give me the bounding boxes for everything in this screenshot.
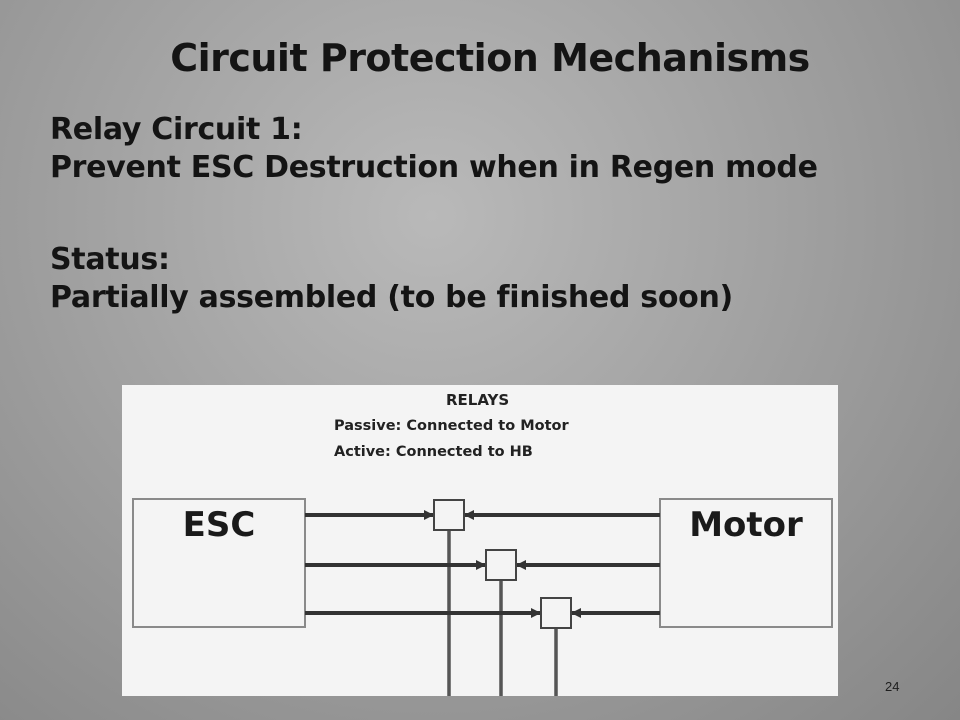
status-text: Status: Partially assembled (to be finis… [50, 241, 733, 317]
status-heading: Status: [50, 242, 170, 277]
relay-2 [485, 549, 517, 581]
status-value: Partially assembled (to be finished soon… [50, 280, 733, 315]
motor-block [659, 498, 833, 628]
legend-title: RELAYS [446, 391, 509, 409]
slide-title: Circuit Protection Mechanisms [170, 36, 810, 80]
relay-circuit-purpose: Prevent ESC Destruction when in Regen mo… [50, 150, 818, 185]
relay-circuit-text: Relay Circuit 1: Prevent ESC Destruction… [50, 111, 818, 187]
relay-diagram: RELAYS Passive: Connected to Motor Activ… [122, 385, 838, 696]
legend-passive: Passive: Connected to Motor [334, 418, 569, 434]
slide-number: 24 [885, 679, 900, 694]
esc-label: ESC [183, 505, 256, 545]
relay-1 [433, 499, 465, 531]
relay-circuit-heading: Relay Circuit 1: [50, 112, 303, 147]
relay-3 [540, 597, 572, 629]
esc-block [132, 498, 306, 628]
motor-label: Motor [689, 505, 803, 545]
legend-active: Active: Connected to HB [334, 444, 533, 460]
relay-diagram-svg: RELAYS Passive: Connected to Motor Activ… [132, 391, 833, 696]
